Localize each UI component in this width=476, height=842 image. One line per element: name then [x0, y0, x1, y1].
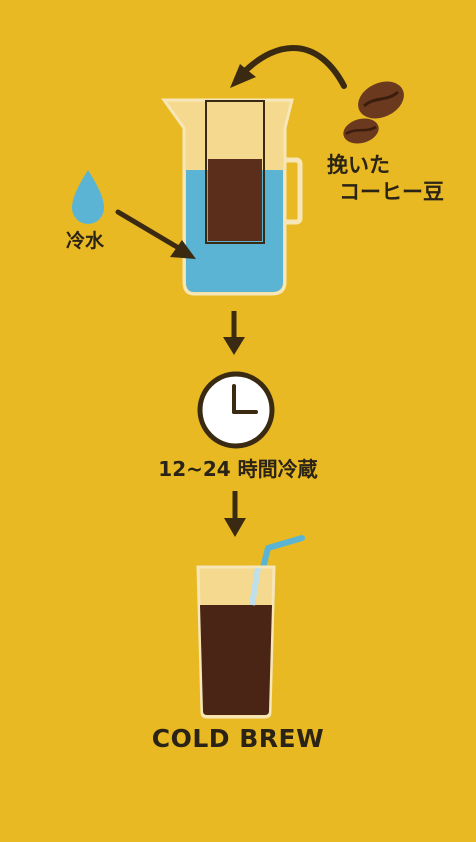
beans-to-pitcher-arrow [230, 44, 347, 89]
cold-water-label: 冷水 [66, 230, 105, 252]
water-to-pitcher-arrow [115, 209, 196, 259]
ground-beans-label-line1: 挽いた [327, 153, 390, 177]
down-arrow [224, 491, 246, 537]
ground-beans-label-line2: コーヒー豆 [339, 180, 444, 204]
coffee-bean-icon [343, 118, 379, 144]
coffee-bean-icon [358, 81, 404, 119]
ground-beans-label: 挽いた コーヒー豆 [327, 152, 444, 206]
steep-time-label: 12~24 時間冷蔵 [158, 457, 318, 481]
water-drop-icon [72, 170, 104, 224]
glass-icon [196, 565, 276, 719]
pitcher-icon [161, 98, 303, 296]
clock-icon [197, 371, 275, 449]
down-arrow [223, 311, 245, 355]
cold-brew-title: COLD BREW [151, 724, 325, 753]
